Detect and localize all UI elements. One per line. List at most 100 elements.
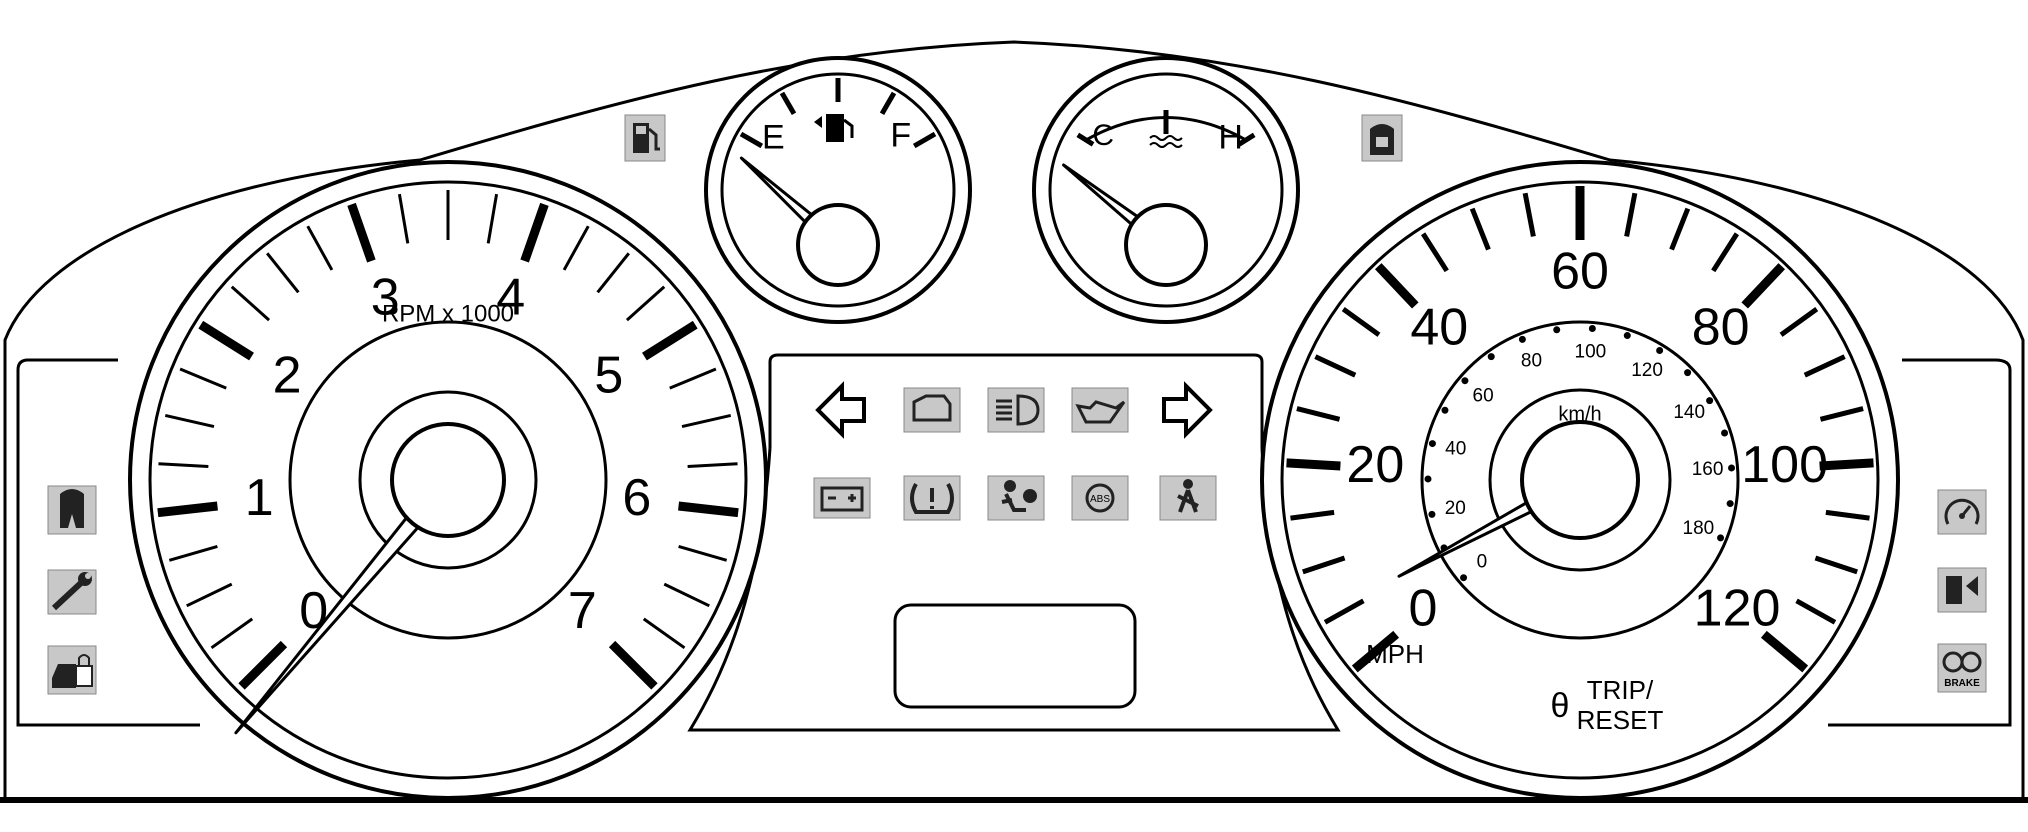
- trip-reset-button-glyph: θ: [1551, 687, 1570, 725]
- speedo-mph-number: 40: [1410, 299, 1468, 357]
- speedo-mph-number: 100: [1741, 436, 1828, 494]
- tach-minor-tick: [642, 617, 686, 650]
- tach-minor-tick: [669, 367, 717, 390]
- tach-number: 3: [371, 268, 400, 326]
- speedo-minor-tick: [1522, 192, 1536, 237]
- temperature-gauge: HC: [1032, 56, 1300, 324]
- speedo-major-tick: [1819, 458, 1874, 471]
- temp-needle-hub: [1124, 203, 1208, 287]
- tach-number: 2: [273, 347, 302, 405]
- tach-major-tick: [642, 320, 698, 361]
- speedo-minor-tick: [1819, 406, 1864, 422]
- speedo-minor-tick: [1314, 354, 1357, 378]
- tach-major-tick: [678, 501, 739, 518]
- tach-minor-tick: [625, 285, 666, 322]
- speedo-kmh-dot: [1460, 574, 1468, 582]
- speedo-kmh-dot: [1728, 464, 1736, 472]
- speedo-kmh-dot: [1487, 353, 1495, 361]
- temp-hot-label: H: [1218, 119, 1243, 157]
- speedo-mph-number: 20: [1346, 436, 1404, 494]
- tach-minor-tick: [596, 252, 630, 294]
- coolant-temp-icon: [1149, 110, 1183, 148]
- tach-minor-tick: [164, 414, 215, 429]
- low-fuel-warning-icon: [624, 114, 666, 162]
- speedo-major-tick: [1741, 263, 1786, 309]
- tach-minor-tick: [687, 462, 738, 469]
- speedo-minor-tick: [1825, 509, 1870, 521]
- speedo-minor-tick: [1296, 406, 1341, 422]
- fuel-pump-body: [826, 114, 844, 142]
- speedo-minor-tick: [1341, 307, 1381, 337]
- speedo-needle-hub: [1520, 420, 1640, 540]
- speedo-mph-number: 120: [1694, 580, 1781, 638]
- speedo-minor-tick: [1803, 354, 1846, 378]
- tach-minor-tick: [179, 367, 227, 390]
- fuel-pump-icon: [814, 114, 854, 142]
- tach-major-tick: [347, 202, 376, 263]
- speedo-minor-tick: [1814, 555, 1858, 575]
- tach-minor-tick: [678, 544, 728, 562]
- check-engine-icon: [903, 387, 961, 433]
- tach-hub-ring-outer: [288, 320, 608, 640]
- speedo-kmh-dot: [1717, 534, 1725, 542]
- tach-minor-tick: [230, 285, 271, 322]
- tach-major-tick: [198, 320, 254, 361]
- tach-minor-tick: [158, 462, 209, 469]
- speedo-hub-ring: [1488, 388, 1672, 572]
- speedo-kmh-dot: [1706, 397, 1714, 405]
- speedo-kmh-dot: [1424, 475, 1432, 483]
- speedo-major-tick: [1286, 458, 1341, 471]
- tach-minor-tick: [397, 193, 410, 244]
- tach-major-tick: [157, 501, 218, 518]
- speedo-kmh-number: 80: [1521, 351, 1542, 372]
- tach-number: 6: [622, 469, 651, 527]
- fuel-empty-label: E: [762, 119, 785, 157]
- speedo-mph-unit: MPH: [1366, 639, 1424, 669]
- speedo-minor-tick: [1669, 207, 1691, 251]
- right-turn-signal-icon: [1162, 381, 1213, 439]
- brake-text: BRAKE: [1944, 678, 1980, 689]
- speedo-kmh-number: 180: [1683, 518, 1715, 539]
- temp-end-tick: [1076, 132, 1095, 147]
- speedo-minor-tick: [1469, 207, 1491, 251]
- speedo-kmh-dot: [1441, 406, 1449, 414]
- speedo-kmh-dot: [1518, 335, 1526, 343]
- speedo-major-tick: [1374, 263, 1419, 309]
- speedo-minor-tick: [1290, 509, 1335, 521]
- speedo-mph-number: 60: [1551, 243, 1609, 301]
- fuel-tick: [912, 131, 937, 149]
- tach-bezel-inner: [148, 180, 748, 780]
- tach-minor-tick: [266, 252, 300, 294]
- warning-lights-panel: ABS: [813, 381, 1217, 521]
- speedo-kmh-number: 140: [1673, 402, 1705, 423]
- speedo-mph-number: 80: [1692, 299, 1750, 357]
- tach-minor-tick: [486, 193, 499, 244]
- battery-charge-icon: [813, 477, 871, 519]
- tach-minor-tick: [681, 414, 732, 429]
- fuel-pump-hose: [843, 118, 854, 138]
- abs-text: ABS: [1090, 494, 1110, 505]
- speedo-minor-tick: [1795, 598, 1837, 625]
- brake-icon: BRAKE: [1937, 643, 1987, 693]
- speedo-kmh-dot: [1428, 510, 1436, 518]
- speedo-mph-number: 0: [1409, 580, 1438, 638]
- speedo-kmh-number: 20: [1445, 498, 1466, 519]
- cruise-control-icon: [1937, 489, 1987, 535]
- message-center-display: [893, 603, 1137, 709]
- tach-minor-tick: [306, 225, 334, 271]
- speedo-minor-tick: [1421, 232, 1449, 273]
- speedo-kmh-dot: [1623, 332, 1631, 340]
- tach-major-tick: [238, 640, 288, 690]
- tach-minor-tick: [186, 582, 233, 608]
- tach-number: 7: [568, 582, 597, 640]
- speedo-kmh-dot: [1726, 500, 1734, 508]
- speedo-minor-tick: [1302, 555, 1346, 575]
- fuel-tick: [779, 91, 797, 116]
- speedo-kmh-number: 160: [1692, 459, 1724, 480]
- speedo-kmh-number: 60: [1473, 385, 1494, 406]
- speedo-kmh-dot: [1656, 347, 1664, 355]
- abs-icon: ABS: [1071, 475, 1129, 521]
